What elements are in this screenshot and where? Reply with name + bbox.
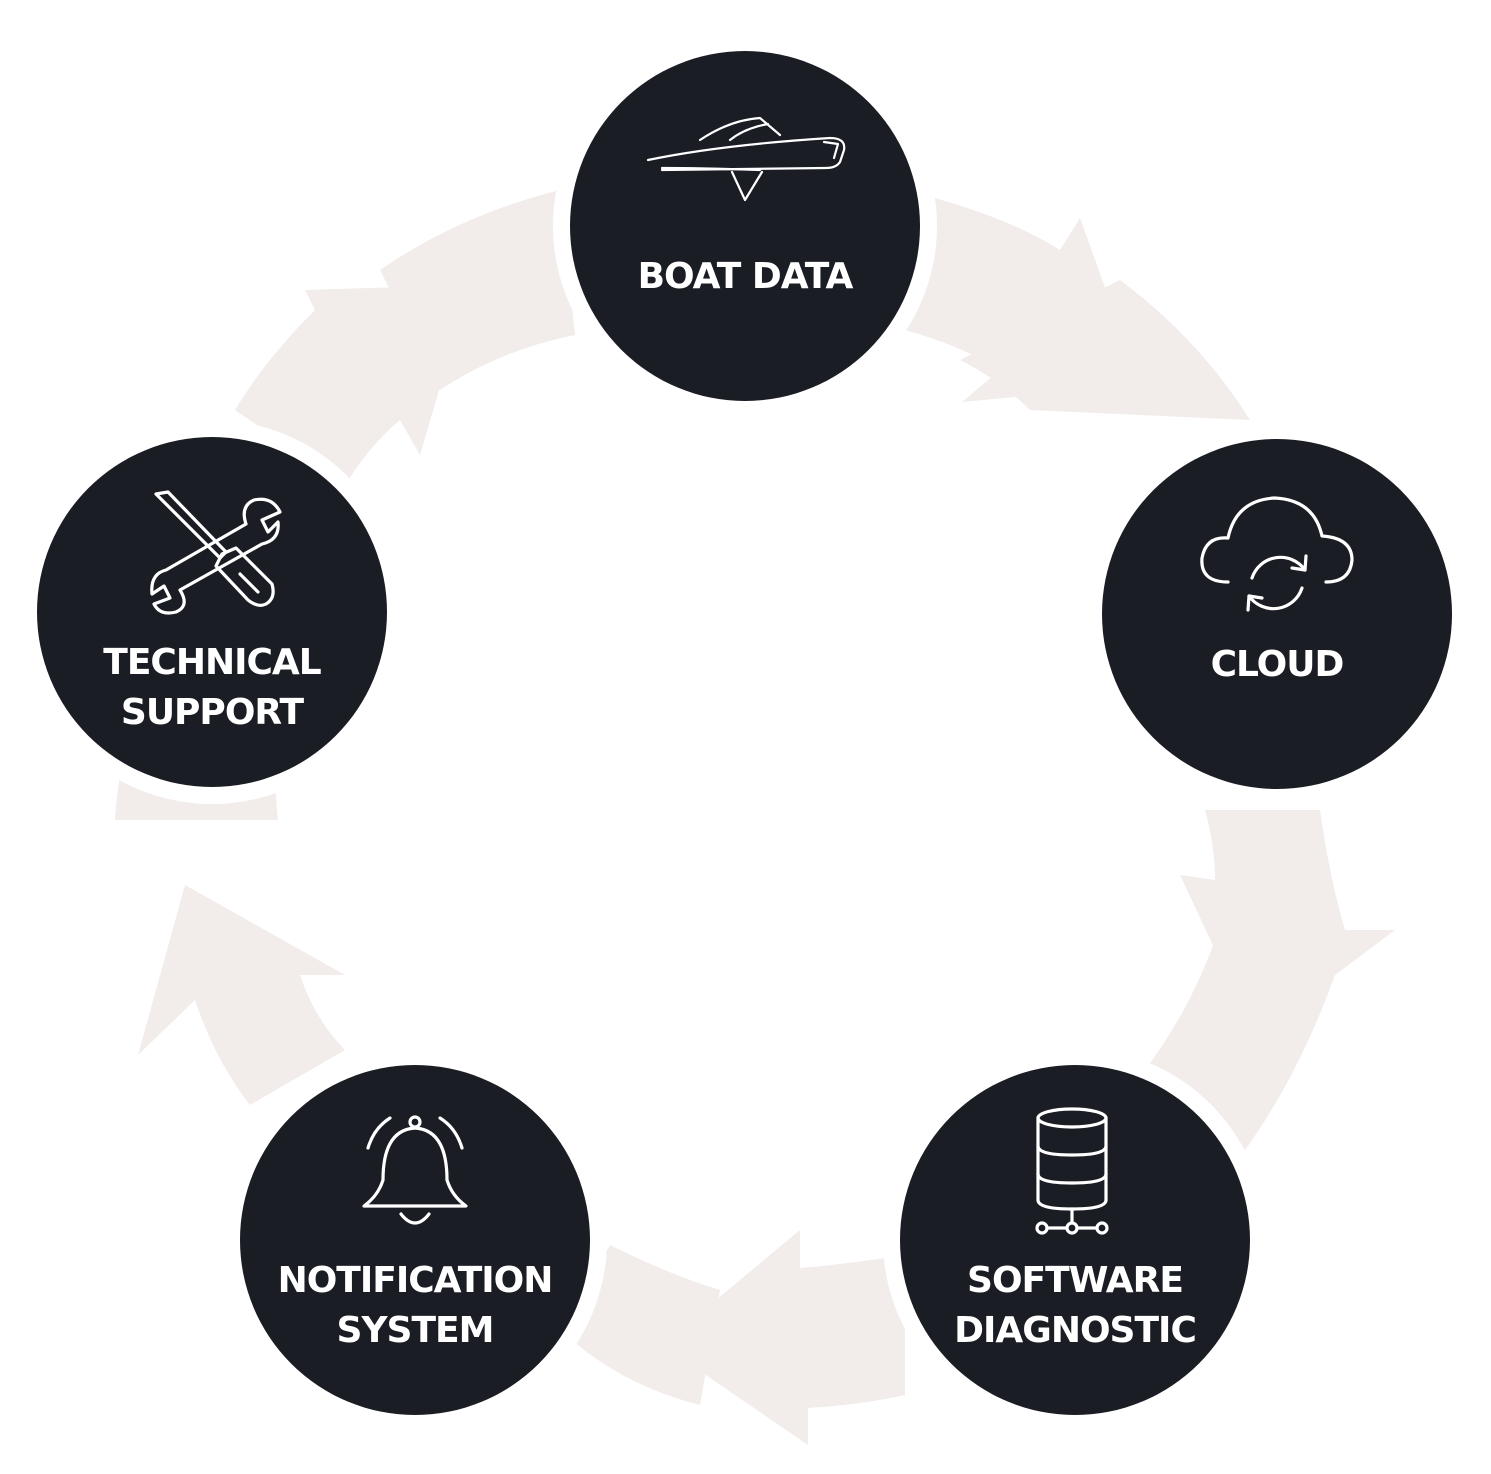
node-label-software-diagnostic-line-2: DIAGNOSTIC — [954, 1310, 1196, 1351]
node-circle — [1102, 439, 1452, 789]
bell-icon — [362, 1115, 468, 1225]
boat-icon — [646, 116, 846, 202]
node-circle — [240, 1065, 590, 1415]
flow-arrow-software-to-notification — [662, 1230, 905, 1445]
node-label-notification-system-line-1: NOTIFICATION — [278, 1260, 553, 1301]
node-software-diagnostic: SOFTWARE DIAGNOSTIC — [883, 1048, 1267, 1432]
node-circle — [900, 1065, 1250, 1415]
node-notification-system: NOTIFICATION SYSTEM — [223, 1048, 607, 1432]
flow-arrow-technical-to-boat — [235, 285, 470, 485]
node-label-technical-support-line-2: SUPPORT — [121, 692, 305, 733]
node-circle — [570, 51, 920, 401]
node-label-notification-system-line-2: SYSTEM — [337, 1310, 494, 1351]
node-label-software-diagnostic-line-1: SOFTWARE — [967, 1260, 1183, 1301]
cloud-sync-icon — [1200, 496, 1354, 612]
node-technical-support: TECHNICAL SUPPORT — [20, 420, 404, 804]
node-circle — [37, 437, 387, 787]
database-icon — [1035, 1107, 1109, 1235]
node-label-technical-support-line-1: TECHNICAL — [103, 642, 321, 683]
flow-arrow-notification-to-technical — [138, 885, 345, 1105]
flow-ring-segment-right — [960, 280, 1250, 420]
tools-icon — [150, 490, 282, 615]
node-cloud: CLOUD — [1085, 422, 1469, 806]
node-label-cloud-line-1: CLOUD — [1211, 644, 1344, 685]
flow-ring-segment-top-left — [380, 190, 575, 390]
node-label-boat-data-line-1: BOAT DATA — [638, 256, 854, 297]
node-boat-data: BOAT DATA — [553, 34, 937, 418]
